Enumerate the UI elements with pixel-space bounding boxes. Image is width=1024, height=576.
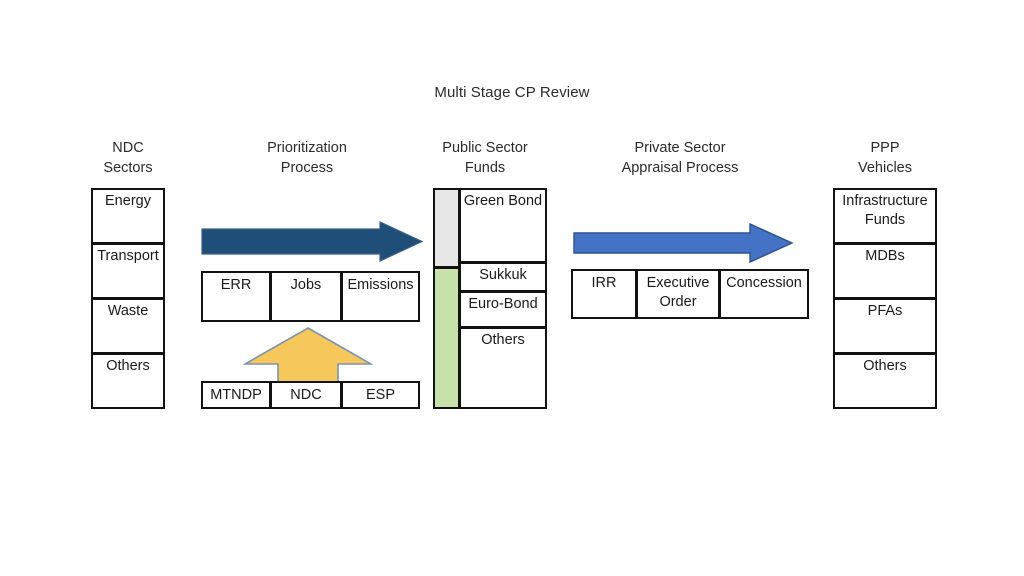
appraisal-cell-executive-order[interactable]: Executive Order xyxy=(636,269,720,319)
ndc-sectors-header-line1: NDC xyxy=(112,140,144,156)
public-fund-cell-euro-bond[interactable]: Euro-Bond xyxy=(459,291,547,328)
ppp-vehicles-header-line1: PPP xyxy=(870,140,900,156)
source-cell-ndc[interactable]: NDC xyxy=(270,381,342,409)
ndc-sectors-header-line2: Sectors xyxy=(103,160,153,176)
public-sector-funds-header-line1: Public Sector xyxy=(442,140,528,156)
ndc-sector-cell-energy[interactable]: Energy xyxy=(91,188,165,244)
ndc-sectors-header: NDC Sectors xyxy=(78,138,178,178)
ppp-vehicles-header: PPP Vehicles xyxy=(835,138,935,178)
ppp-vehicle-cell-infrastructure-funds[interactable]: Infrastructure Funds xyxy=(833,188,937,244)
prioritization-header-line2: Process xyxy=(280,160,334,176)
public-sector-strip-gray-segment xyxy=(433,188,460,268)
ppp-vehicle-cell-pfas[interactable]: PFAs xyxy=(833,298,937,354)
prioritization-header-line1: Prioritization xyxy=(267,140,347,156)
public-sector-funds-header: Public Sector Funds xyxy=(420,138,550,178)
ndc-sector-cell-others[interactable]: Others xyxy=(91,353,165,409)
appraisal-cell-concession[interactable]: Concession xyxy=(719,269,809,319)
up-arrow-yellow-icon xyxy=(243,326,373,384)
criteria-cell-jobs[interactable]: Jobs xyxy=(270,271,342,322)
private-sector-header-line2: Appraisal Process xyxy=(621,160,739,176)
prioritization-header: Prioritization Process xyxy=(232,138,382,178)
public-sector-strip-green-segment xyxy=(433,267,460,409)
ppp-vehicle-cell-others[interactable]: Others xyxy=(833,353,937,409)
public-fund-cell-green-bond[interactable]: Green Bond xyxy=(459,188,547,263)
public-fund-cell-others[interactable]: Others xyxy=(459,327,547,409)
ndc-sector-cell-waste[interactable]: Waste xyxy=(91,298,165,354)
private-sector-header: Private Sector Appraisal Process xyxy=(600,138,760,178)
ndc-sector-cell-transport[interactable]: Transport xyxy=(91,243,165,299)
right-arrow-dark-blue-icon xyxy=(200,220,424,264)
page-title: Multi Stage CP Review xyxy=(434,84,590,101)
public-sector-funds-header-line2: Funds xyxy=(464,160,506,176)
right-arrow-light-blue-icon xyxy=(572,221,794,265)
source-cell-mtndp[interactable]: MTNDP xyxy=(201,381,271,409)
public-fund-cell-sukkuk[interactable]: Sukkuk xyxy=(459,262,547,292)
ppp-vehicles-header-line2: Vehicles xyxy=(857,160,912,176)
criteria-cell-emissions[interactable]: Emissions xyxy=(341,271,420,322)
ppp-vehicle-cell-mdbs[interactable]: MDBs xyxy=(833,243,937,299)
criteria-cell-err[interactable]: ERR xyxy=(201,271,271,322)
appraisal-cell-irr[interactable]: IRR xyxy=(571,269,637,319)
source-cell-esp[interactable]: ESP xyxy=(341,381,420,409)
private-sector-header-line1: Private Sector xyxy=(634,140,726,156)
